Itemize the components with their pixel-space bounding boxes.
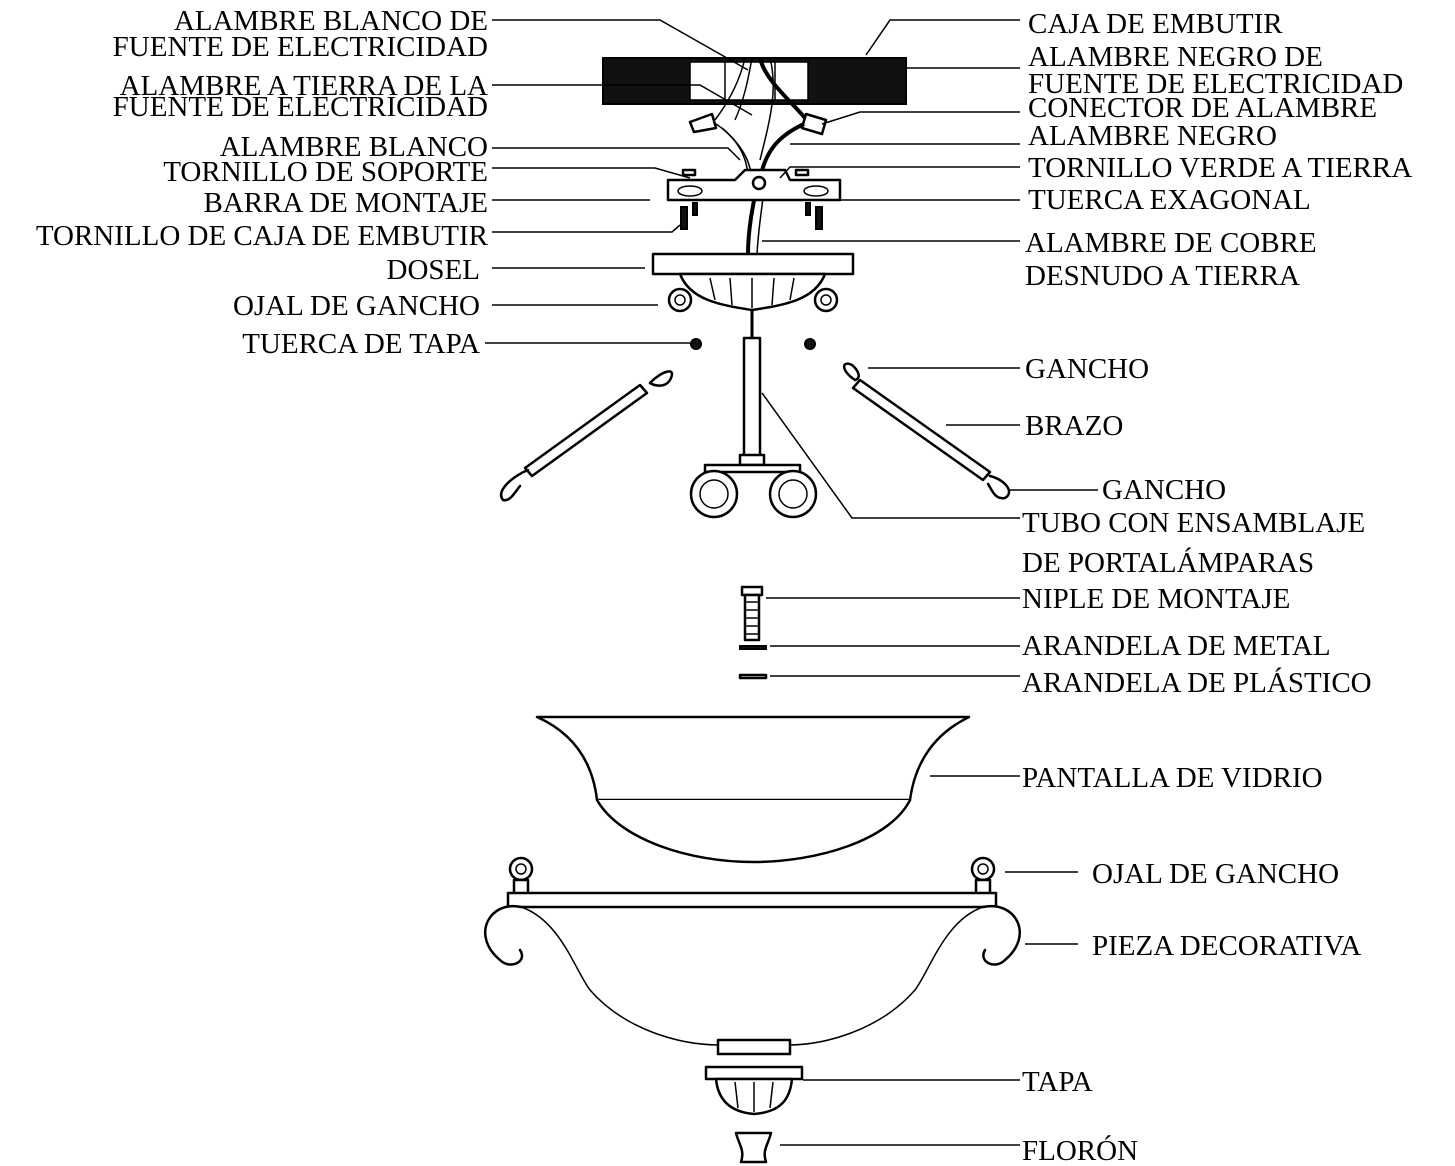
tube-socket-assembly (689, 310, 818, 519)
label-ground-supply-wire-line2: FUENTE DE ELECTRICIDAD (113, 91, 488, 123)
label-wire-connector: CONECTOR DE ALAMBRE (1028, 92, 1377, 124)
label-copper-ground-line2: DESNUDO A TIERRA (1025, 260, 1300, 292)
junction-box (602, 57, 907, 105)
glass-shade (535, 715, 971, 864)
callout-labels: ALAMBRE BLANCO DE FUENTE DE ELECTRICIDAD… (36, 5, 1413, 1166)
label-tube-line1: TUBO CON ENSAMBLAJE (1022, 507, 1365, 539)
finial (734, 1131, 773, 1164)
canopy (651, 252, 855, 313)
label-black-supply-wire-line2: FUENTE DE ELECTRICIDAD (1028, 68, 1403, 100)
label-canopy: DOSEL (387, 254, 480, 286)
washers (738, 645, 768, 680)
label-black-supply-wire-line1: ALAMBRE NEGRO DE (1028, 41, 1323, 73)
left-arm (500, 370, 674, 502)
label-metal-washer: ARANDELA DE METAL (1022, 630, 1331, 662)
label-mounting-bar: BARRA DE MONTAJE (204, 187, 488, 219)
label-white-wire: ALAMBRE BLANCO (220, 131, 488, 163)
label-decorative-piece: PIEZA DECORATIVA (1092, 930, 1361, 962)
label-hook-eyelet-top: OJAL DE GANCHO (233, 290, 480, 322)
label-tube-line2: DE PORTALÁMPARAS (1022, 546, 1314, 579)
label-hex-nut: TUERCA EXAGONAL (1028, 184, 1311, 216)
label-mounting-nipple: NIPLE DE MONTAJE (1022, 583, 1290, 615)
wire-connectors (688, 112, 828, 136)
junction-box-screws (680, 202, 823, 230)
label-green-ground-screw: TORNILLO VERDE A TIERRA (1028, 152, 1412, 184)
cap (704, 1065, 804, 1116)
label-arm: BRAZO (1025, 410, 1123, 442)
label-cap: TAPA (1022, 1066, 1093, 1098)
label-copper-ground-line1: ALAMBRE DE COBRE (1025, 227, 1317, 259)
supply-wires (714, 57, 807, 161)
label-junction-box: CAJA DE EMBUTIR (1028, 8, 1283, 40)
label-white-supply-wire-line2: FUENTE DE ELECTRICIDAD (113, 31, 488, 63)
leader-lines (485, 19, 1098, 1146)
label-finial: FLORÓN (1022, 1134, 1138, 1166)
label-cap-nut: TUERCA DE TAPA (242, 328, 480, 360)
label-ground-supply-wire-line1: ALAMBRE A TIERRA DE LA (120, 70, 488, 102)
mounting-nipple (740, 585, 764, 642)
label-white-supply-wire-line1: ALAMBRE BLANCO DE (174, 5, 488, 37)
label-hook-eyelet-bottom: OJAL DE GANCHO (1092, 858, 1339, 890)
label-hook-bottom: GANCHO (1102, 474, 1226, 506)
right-arm (842, 362, 1011, 500)
label-hook-top: GANCHO (1025, 353, 1149, 385)
label-junction-box-screw: TORNILLO DE CAJA DE EMBUTIR (36, 220, 489, 252)
label-plastic-washer: ARANDELA DE PLÁSTICO (1022, 666, 1372, 699)
mounting-bar (666, 168, 842, 202)
decorative-piece (483, 856, 1021, 1056)
label-support-screw: TORNILLO DE SOPORTE (163, 156, 488, 188)
support-screws (681, 168, 810, 177)
label-black-wire: ALAMBRE NEGRO (1028, 120, 1277, 152)
label-glass-shade: PANTALLA DE VIDRIO (1022, 762, 1323, 794)
cap-nuts (690, 338, 816, 350)
